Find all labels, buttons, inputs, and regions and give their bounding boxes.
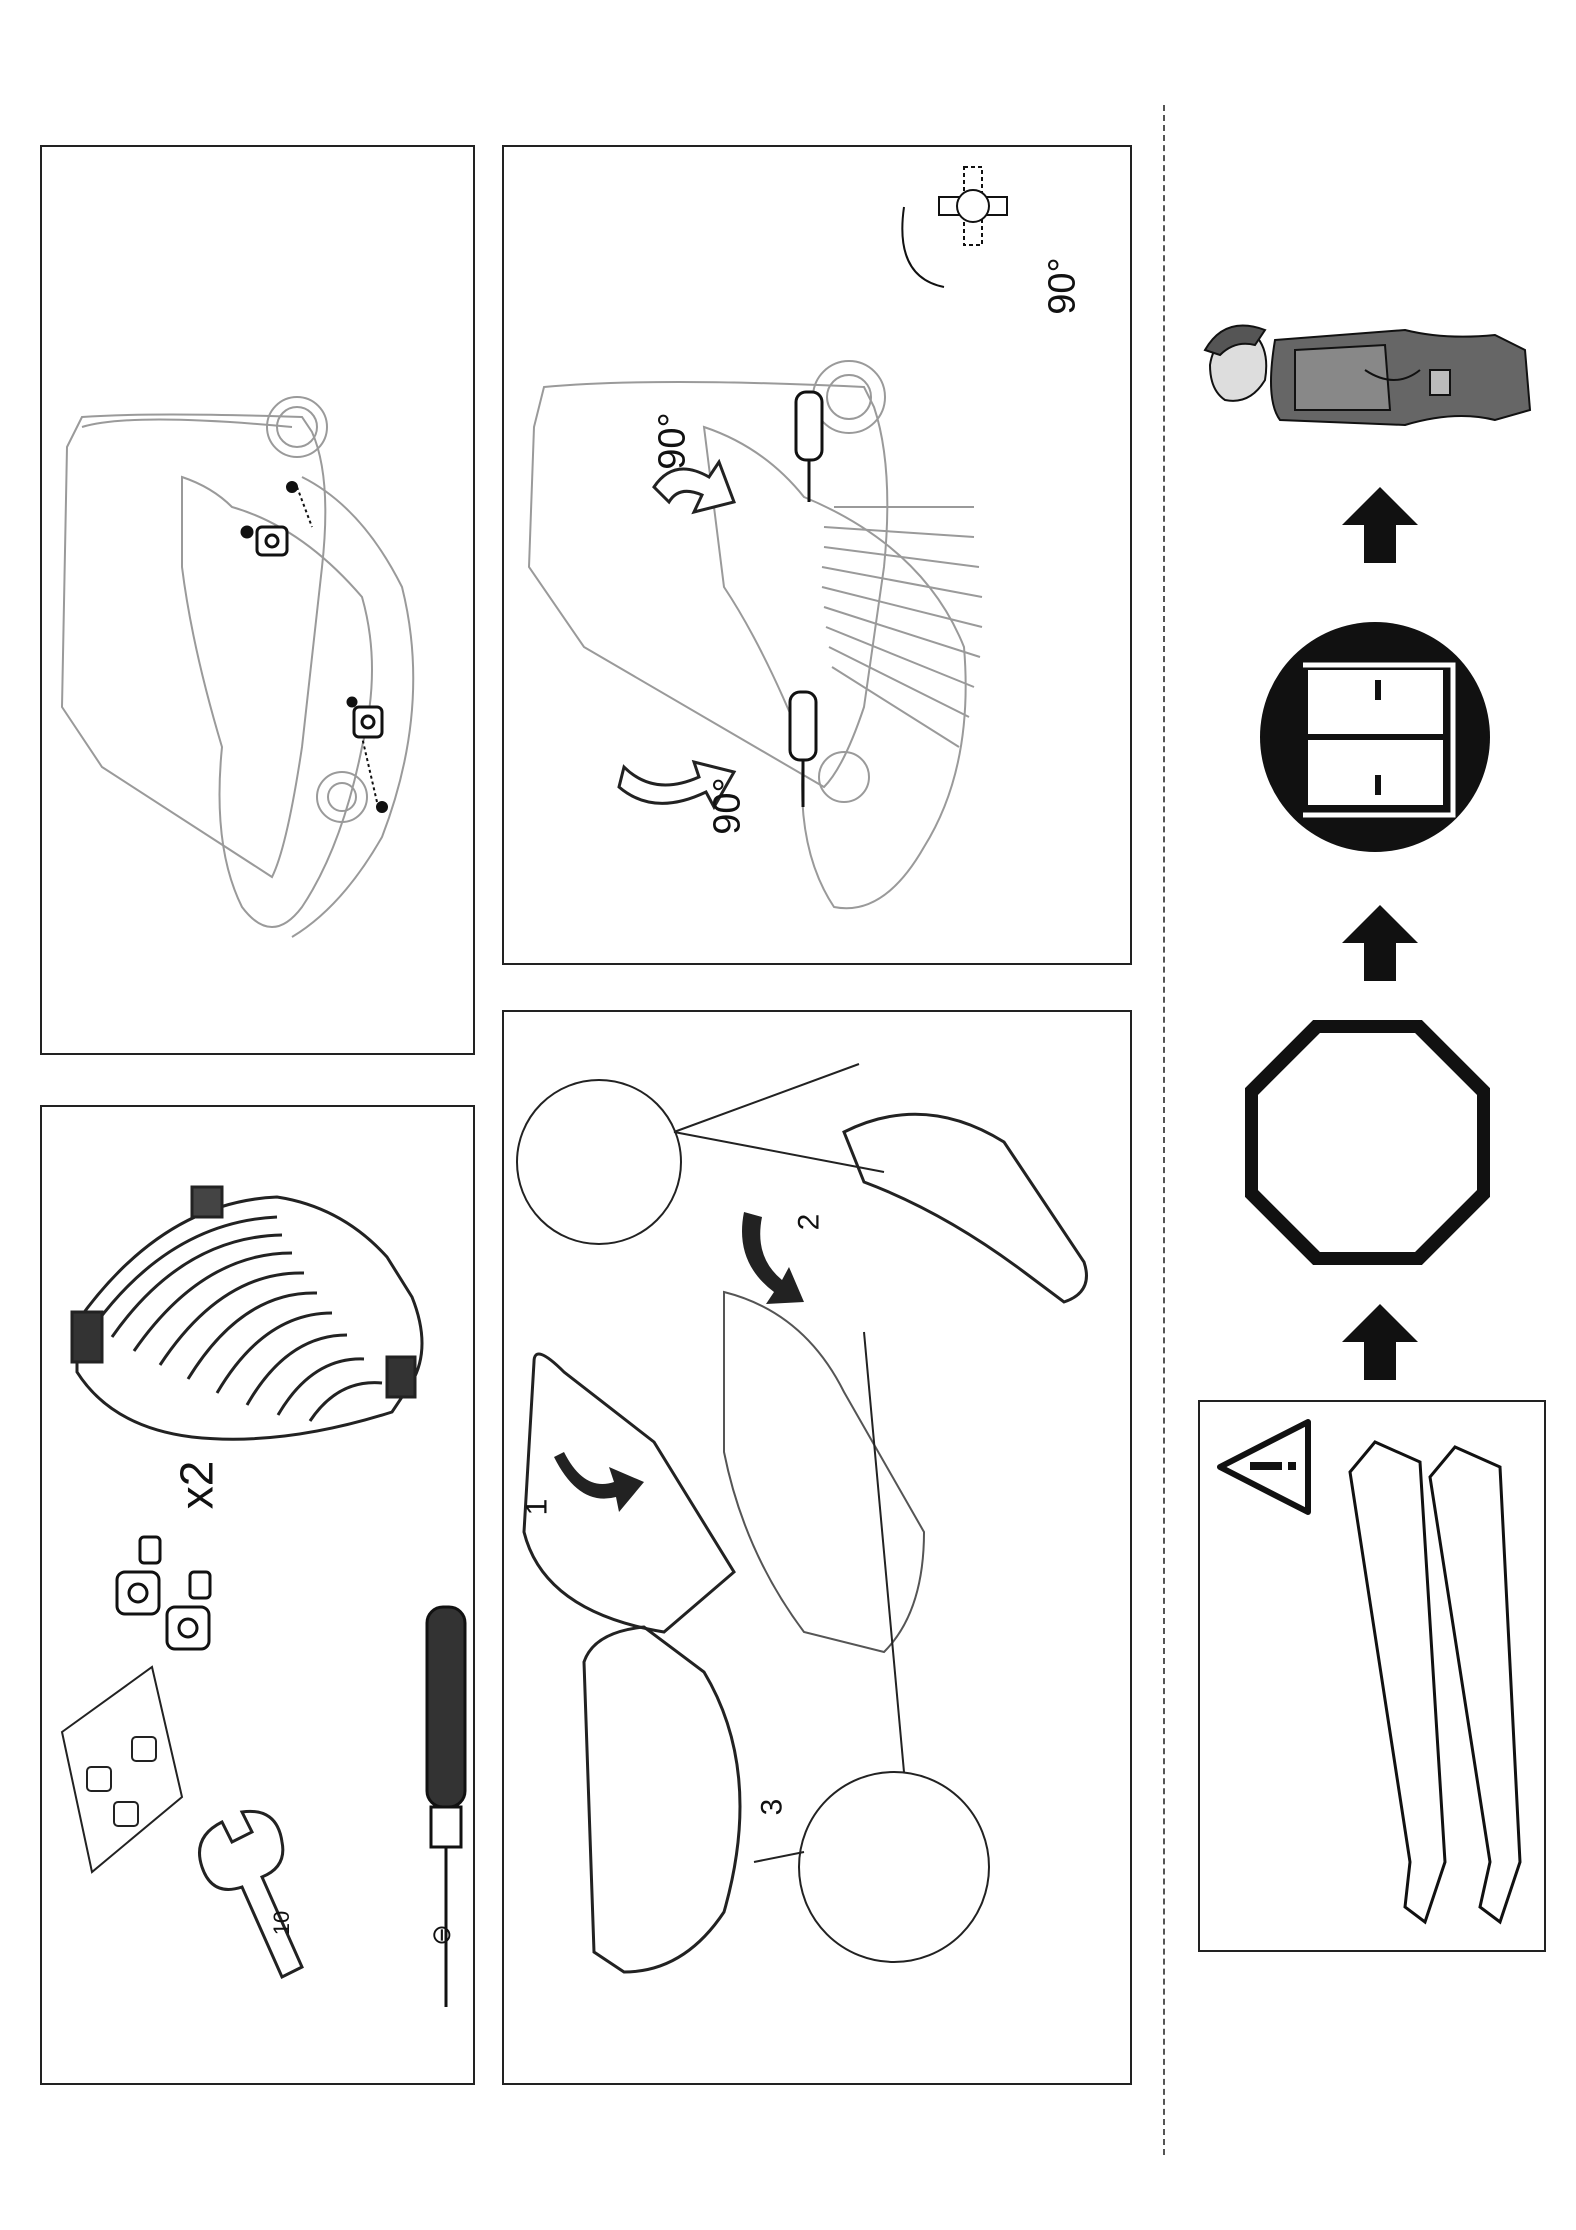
- warning-triangle-icon: [1220, 1422, 1308, 1512]
- angle-knob-label: 90°: [1044, 257, 1082, 314]
- screwdriver-icon: [427, 1607, 465, 2007]
- angle-upper-label: 90°: [654, 412, 692, 469]
- clip-icon: [117, 1537, 210, 1649]
- angle-lower-label: 90°: [709, 777, 747, 834]
- flow-arrow-1: [1340, 1302, 1420, 1382]
- panel-tools-parts: x2 10 ⊖: [40, 1105, 475, 2085]
- parts-bag-icon: [62, 1667, 182, 1872]
- remove-cover-illustration: [504, 1012, 1130, 2083]
- screwdriver-icon: [790, 392, 822, 807]
- mounted-clip-icon: [242, 527, 382, 737]
- detail-magnifier-top: [517, 1080, 681, 1244]
- step-2-label: 2: [794, 1214, 824, 1231]
- service-mechanic: [1195, 310, 1540, 460]
- wrench-size-label: 10: [271, 1911, 293, 1935]
- page-divider: [1163, 105, 1165, 2155]
- quantity-label: x2: [173, 1461, 219, 1510]
- rotate-arrow-icon: [619, 462, 734, 807]
- panel-clips-mounted: [40, 145, 475, 1055]
- read-manual-icon: [1258, 620, 1493, 855]
- mechanic-icon: [1195, 310, 1540, 460]
- step-3-label: 3: [757, 1799, 787, 1816]
- panel-rotate-90: 90° 90° 90°: [502, 145, 1132, 965]
- bag-frame-icon: [72, 1187, 422, 1439]
- screwdriver-type-label: ⊖: [428, 1924, 454, 1946]
- flow-arrow-2: [1340, 903, 1420, 983]
- flow-arrow-3: [1340, 485, 1420, 565]
- up-arrow-icon: [1340, 903, 1420, 983]
- knob-rotate-icon: [902, 167, 1007, 287]
- step-arrow-icon: [554, 1212, 804, 1512]
- mower-housing-outline: [62, 397, 413, 937]
- step-1-label: 1: [522, 1499, 552, 1516]
- stop-octagon-icon: [1245, 1020, 1490, 1265]
- up-arrow-icon: [1340, 485, 1420, 565]
- rotate-clips-illustration: [504, 147, 1130, 963]
- mower-blade-icon: [1350, 1442, 1520, 1922]
- blades-illustration: [1200, 1402, 1544, 1950]
- read-manual: [1258, 620, 1493, 855]
- mower-clips-illustration: [42, 147, 473, 1053]
- stop-octagon: [1245, 1020, 1490, 1265]
- bag-frame-icon: [844, 1114, 1087, 1302]
- detail-magnifier-bottom: [799, 1772, 989, 1962]
- panel-steps-123: 1 2 3: [502, 1010, 1132, 2085]
- panel-warning-blades: [1198, 1400, 1546, 1952]
- rear-cover-icon: [584, 1627, 740, 1972]
- up-arrow-icon: [1340, 1302, 1420, 1382]
- tools-parts-illustration: [42, 1107, 473, 2083]
- wrench-icon: [200, 1811, 303, 1977]
- mower-housing-outline: [529, 361, 982, 908]
